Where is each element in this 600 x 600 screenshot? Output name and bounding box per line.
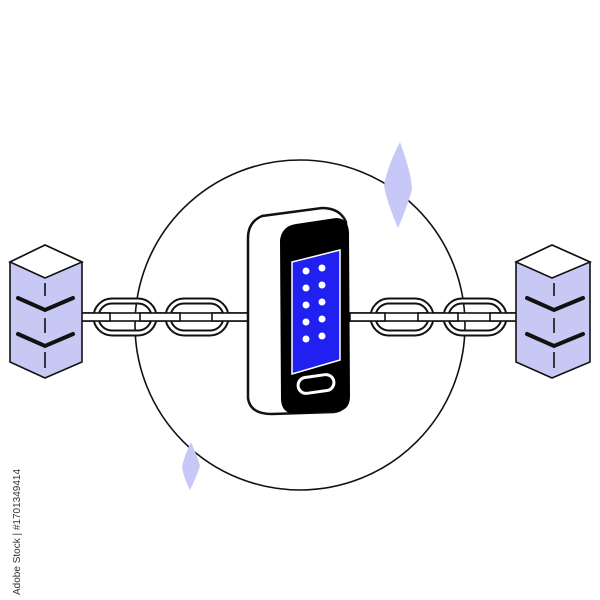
security-device-icon [246, 206, 350, 416]
keypad-dots [302, 264, 326, 343]
block-left-icon [8, 244, 84, 379]
orbit-circle [134, 159, 466, 491]
chain-right [349, 297, 521, 337]
sparkle-icon [182, 442, 200, 490]
block-right-icon [514, 244, 593, 379]
watermark: Adobe Stock | #1701349414 [2, 465, 23, 595]
chain-left [79, 297, 253, 337]
keypad-screen [291, 249, 341, 375]
sparkle-icon [384, 142, 412, 228]
fingerprint-slot [296, 373, 336, 395]
watermark-text: Adobe Stock | #1701349414 [12, 468, 23, 595]
